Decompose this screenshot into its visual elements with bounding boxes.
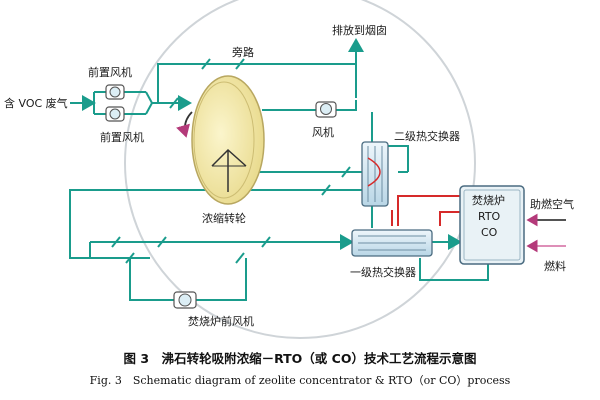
label-exhaust: 排放到烟囱 <box>332 23 387 37</box>
zeolite-rotor <box>191 75 265 205</box>
exhaust-fan <box>315 101 337 118</box>
rotation-arrow <box>176 111 193 138</box>
label-bypass: 旁路 <box>232 45 254 59</box>
background-halo <box>124 0 476 339</box>
front-fan-bottom <box>105 106 125 122</box>
label-front-fan-top: 前置风机 <box>88 65 132 79</box>
figure-caption-chinese: 图 3 沸石转轮吸附浓缩－RTO（或 CO）技术工艺流程示意图 <box>123 351 477 366</box>
label-incinerator-1: 焚烧炉 <box>472 194 505 207</box>
incinerator <box>459 185 525 265</box>
incinerator-front-fan <box>173 291 197 309</box>
label-incinerator-3: CO <box>481 226 498 239</box>
label-rotor: 浓缩转轮 <box>202 211 246 225</box>
primary-heat-exchanger <box>351 229 433 257</box>
secondary-heat-exchanger <box>361 141 389 207</box>
label-incinerator-2: RTO <box>478 210 501 223</box>
front-fan-top <box>105 84 125 100</box>
dampers <box>111 58 351 264</box>
label-combustion-air: 助燃空气 <box>530 197 574 211</box>
label-fuel: 燃料 <box>544 259 566 273</box>
label-secondary-hx: 二级热交换器 <box>394 129 460 143</box>
label-incinerator-fan: 焚烧炉前风机 <box>188 314 254 328</box>
label-front-fan-bottom: 前置风机 <box>100 130 144 144</box>
label-primary-hx: 一级热交换器 <box>350 265 416 279</box>
label-fan: 风机 <box>312 125 334 139</box>
label-voc-inlet: 含 VOC 废气 <box>4 96 68 110</box>
flow-lines <box>69 38 489 301</box>
process-flow-diagram: 旁路 排放到烟囱 前置风机 含 VOC 废气 前置风机 风机 二级热交换器 浓缩… <box>4 0 574 339</box>
figure-caption-english: Fig. 3 Schematic diagram of zeolite conc… <box>89 374 511 387</box>
